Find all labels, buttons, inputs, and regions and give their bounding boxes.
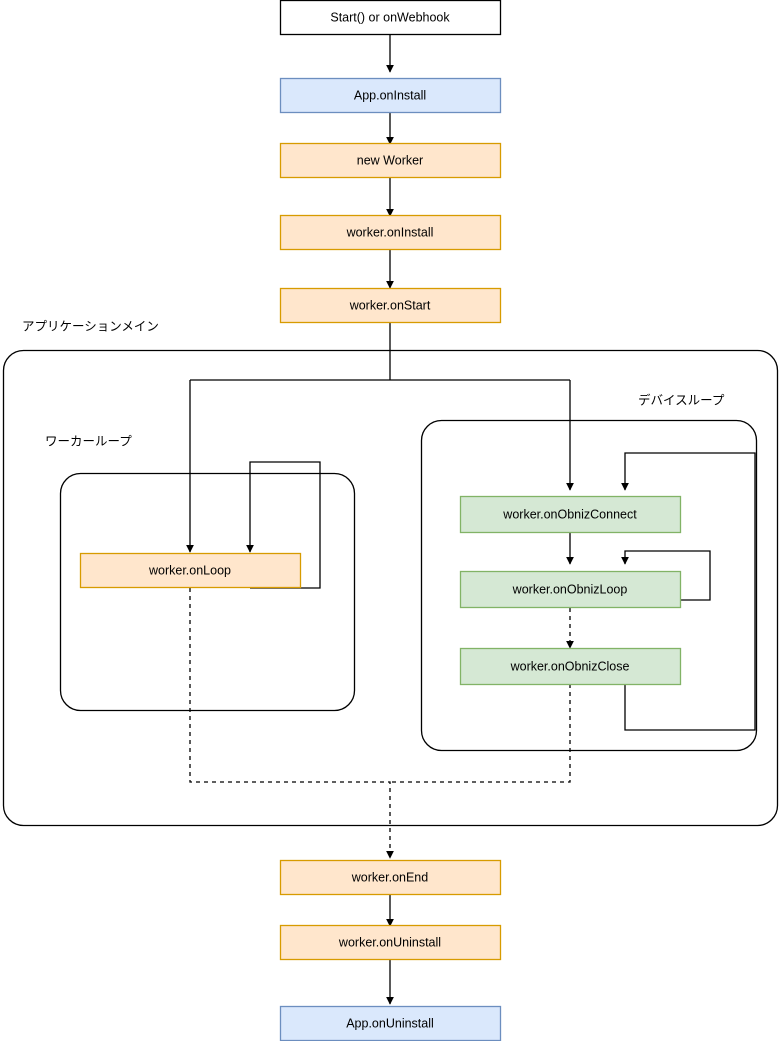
group-label-app-main: アプリケーションメイン: [22, 319, 159, 333]
node-obniz-loop-label: worker.onObnizLoop: [512, 582, 628, 596]
node-worker-end[interactable]: worker.onEnd: [279, 859, 502, 896]
node-worker-loop-box[interactable]: [79, 552, 302, 589]
group-label-device-loop: デバイスループ: [638, 392, 725, 407]
node-worker-loop-label: worker.onLoop: [148, 563, 231, 577]
group-label-worker-loop: ワーカーループ: [45, 434, 132, 448]
node-start-label: Start() or onWebhook: [330, 10, 450, 24]
node-obniz-connect-box[interactable]: [459, 495, 682, 534]
group-frame-device-loop: [420, 419, 758, 752]
node-worker-install-box[interactable]: [279, 214, 502, 251]
node-start[interactable]: Start() or onWebhook: [279, 0, 502, 36]
group-device-loop: デバイスループ: [420, 392, 758, 752]
edge-obniz-close-to-worker-end: [390, 684, 571, 783]
group-worker-loop: ワーカーループ: [45, 434, 356, 712]
node-obniz-close-box[interactable]: [459, 647, 682, 686]
node-worker-install-label: worker.onInstall: [346, 225, 434, 239]
node-worker-install[interactable]: worker.onInstall: [279, 214, 502, 251]
node-worker-uninstall-label: worker.onUninstall: [338, 935, 441, 949]
node-start-box[interactable]: [279, 0, 502, 36]
edge-obniz-close-to-obniz-connect: [621, 452, 756, 731]
node-obniz-connect[interactable]: worker.onObnizConnect: [459, 495, 682, 534]
node-obniz-loop-box[interactable]: [459, 570, 682, 609]
group-frame-worker-loop: [59, 472, 356, 712]
node-worker-loop[interactable]: worker.onLoop: [79, 552, 302, 589]
node-app-install[interactable]: App.onInstall: [279, 77, 502, 114]
node-obniz-close-label: worker.onObnizClose: [510, 659, 630, 673]
node-worker-uninstall[interactable]: worker.onUninstall: [279, 924, 502, 961]
node-worker-start-label: worker.onStart: [349, 298, 431, 312]
node-worker-end-box[interactable]: [279, 859, 502, 896]
node-new-worker-box[interactable]: [279, 142, 502, 179]
node-new-worker-label: new Worker: [357, 153, 423, 167]
node-app-install-label: App.onInstall: [354, 88, 426, 102]
edge-obniz-loop-self: [621, 550, 711, 601]
node-worker-uninstall-box[interactable]: [279, 924, 502, 961]
node-obniz-loop[interactable]: worker.onObnizLoop: [459, 570, 682, 609]
node-new-worker[interactable]: new Worker: [279, 142, 502, 179]
node-app-uninstall-box[interactable]: [279, 1005, 502, 1041]
node-app-uninstall[interactable]: App.onUninstall: [279, 1005, 502, 1041]
node-worker-start[interactable]: worker.onStart: [279, 287, 502, 324]
edge-worker-loop-to-worker-end: [189, 588, 394, 859]
node-obniz-close[interactable]: worker.onObnizClose: [459, 647, 682, 686]
node-app-install-box[interactable]: [279, 77, 502, 114]
node-worker-start-box[interactable]: [279, 287, 502, 324]
node-app-uninstall-label: App.onUninstall: [346, 1016, 434, 1030]
node-worker-end-label: worker.onEnd: [351, 870, 428, 884]
node-obniz-connect-label: worker.onObnizConnect: [502, 507, 637, 521]
